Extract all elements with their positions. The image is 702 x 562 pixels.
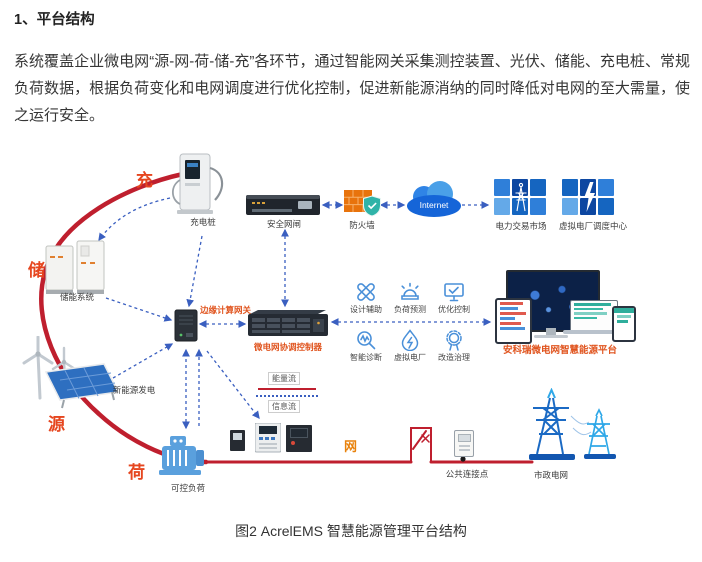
microgrid-controller-illustration (248, 310, 328, 336)
retrofit-governance-icon (446, 330, 462, 351)
function-retrofit-governance: 改造治理 (432, 329, 476, 363)
load-forecast-icon (401, 282, 419, 300)
internet-label: Internet (420, 200, 449, 210)
power-market-label: 电力交易市场 (495, 221, 547, 231)
smart-diagnosis-icon (357, 331, 376, 350)
diagram-connections (39, 171, 534, 465)
power-meter-3 (286, 425, 312, 452)
renewable-generation-illustration (22, 336, 120, 409)
legend-energy-flow-line (258, 388, 316, 390)
design-assist-icon (357, 283, 375, 301)
function-design-assist: 设计辅助 (344, 281, 388, 315)
storage-system-label: 储能系统 (59, 292, 95, 302)
function-label: 改造治理 (438, 353, 470, 362)
edge-gateway-label: 边缘计算网关 (200, 305, 252, 315)
municipal-grid-label: 市政电网 (533, 470, 569, 480)
function-virtual-power-plant: 虚拟电厂 (388, 329, 432, 363)
section-heading: 1、平台结构 (14, 12, 95, 28)
laptop-device (570, 300, 618, 332)
phone-device (612, 306, 636, 342)
platform-label: 安科瑞微电网智慧能源平台 (502, 345, 618, 356)
edge-gateway-illustration (174, 309, 198, 342)
legend-info-flow-label: 信息流 (268, 400, 300, 413)
energy-flow-lines (39, 171, 534, 465)
monitor-stand (546, 328, 556, 335)
pcc-energy-meter (454, 430, 474, 457)
function-label: 虚拟电厂 (394, 353, 426, 362)
laptop-base (563, 330, 621, 334)
legend-info-flow-line (256, 395, 318, 397)
function-label: 负荷预测 (394, 305, 426, 314)
controllable-load-label: 可控负荷 (170, 483, 206, 493)
function-load-forecast: 负荷预测 (388, 281, 432, 315)
ring-label-store: 储 (28, 261, 45, 280)
function-label: 设计辅助 (350, 305, 382, 314)
vpp-center-panel (562, 179, 614, 215)
function-label: 智能诊断 (350, 353, 382, 362)
security-gateway-label: 安全网闸 (266, 219, 302, 229)
ring-label-source: 源 (48, 415, 65, 434)
power-meter-1 (230, 430, 245, 451)
ring-label-grid: 网 (344, 439, 358, 454)
ring-label-load: 荷 (128, 463, 145, 482)
virtual-power-plant-icon (401, 329, 419, 351)
microgrid-controller-label: 微电网协调控制器 (253, 342, 323, 352)
body-paragraph: 系统覆盖企业微电网“源-网-荷-储-充”各环节，通过智能网关采集测控装置、光伏、… (14, 53, 690, 124)
optimize-control-icon (444, 283, 464, 302)
function-label: 优化控制 (438, 305, 470, 314)
charging-pile-label: 充电桩 (190, 217, 216, 227)
charging-pile-illustration (171, 153, 224, 214)
firewall-label: 防火墙 (349, 220, 375, 230)
monitor-base (534, 335, 568, 338)
function-smart-diagnosis: 智能诊断 (344, 329, 388, 363)
firewall-illustration (344, 190, 381, 217)
figure-caption: 图2 AcrelEMS 智慧能源管理平台结构 (235, 523, 467, 539)
internet-cloud: Internet (407, 181, 461, 217)
function-optimize-control: 优化控制 (432, 281, 476, 315)
municipal-grid-illustration (529, 388, 616, 460)
power-meter-2 (255, 423, 281, 453)
tablet-device (495, 298, 532, 344)
lightning-bolt-icon (584, 182, 595, 212)
info-flow-lines (98, 197, 492, 430)
vpp-center-label: 虚拟电厂调度中心 (558, 221, 628, 231)
legend-energy-flow-label: 能量流 (268, 372, 300, 385)
pcc-node-dot (460, 456, 466, 462)
controllable-load-illustration (159, 436, 204, 475)
architecture-diagram: 充 储 源 荷 网 充电桩 储能系统 (0, 146, 702, 518)
storage-system-illustration (45, 240, 105, 294)
transmission-tower-icon (515, 182, 527, 212)
ring-label-charge: 充 (136, 171, 153, 190)
renewable-generation-label: 新能源发电 (112, 385, 156, 395)
pcc-label: 公共连接点 (445, 469, 489, 479)
security-gateway-illustration (246, 195, 320, 215)
